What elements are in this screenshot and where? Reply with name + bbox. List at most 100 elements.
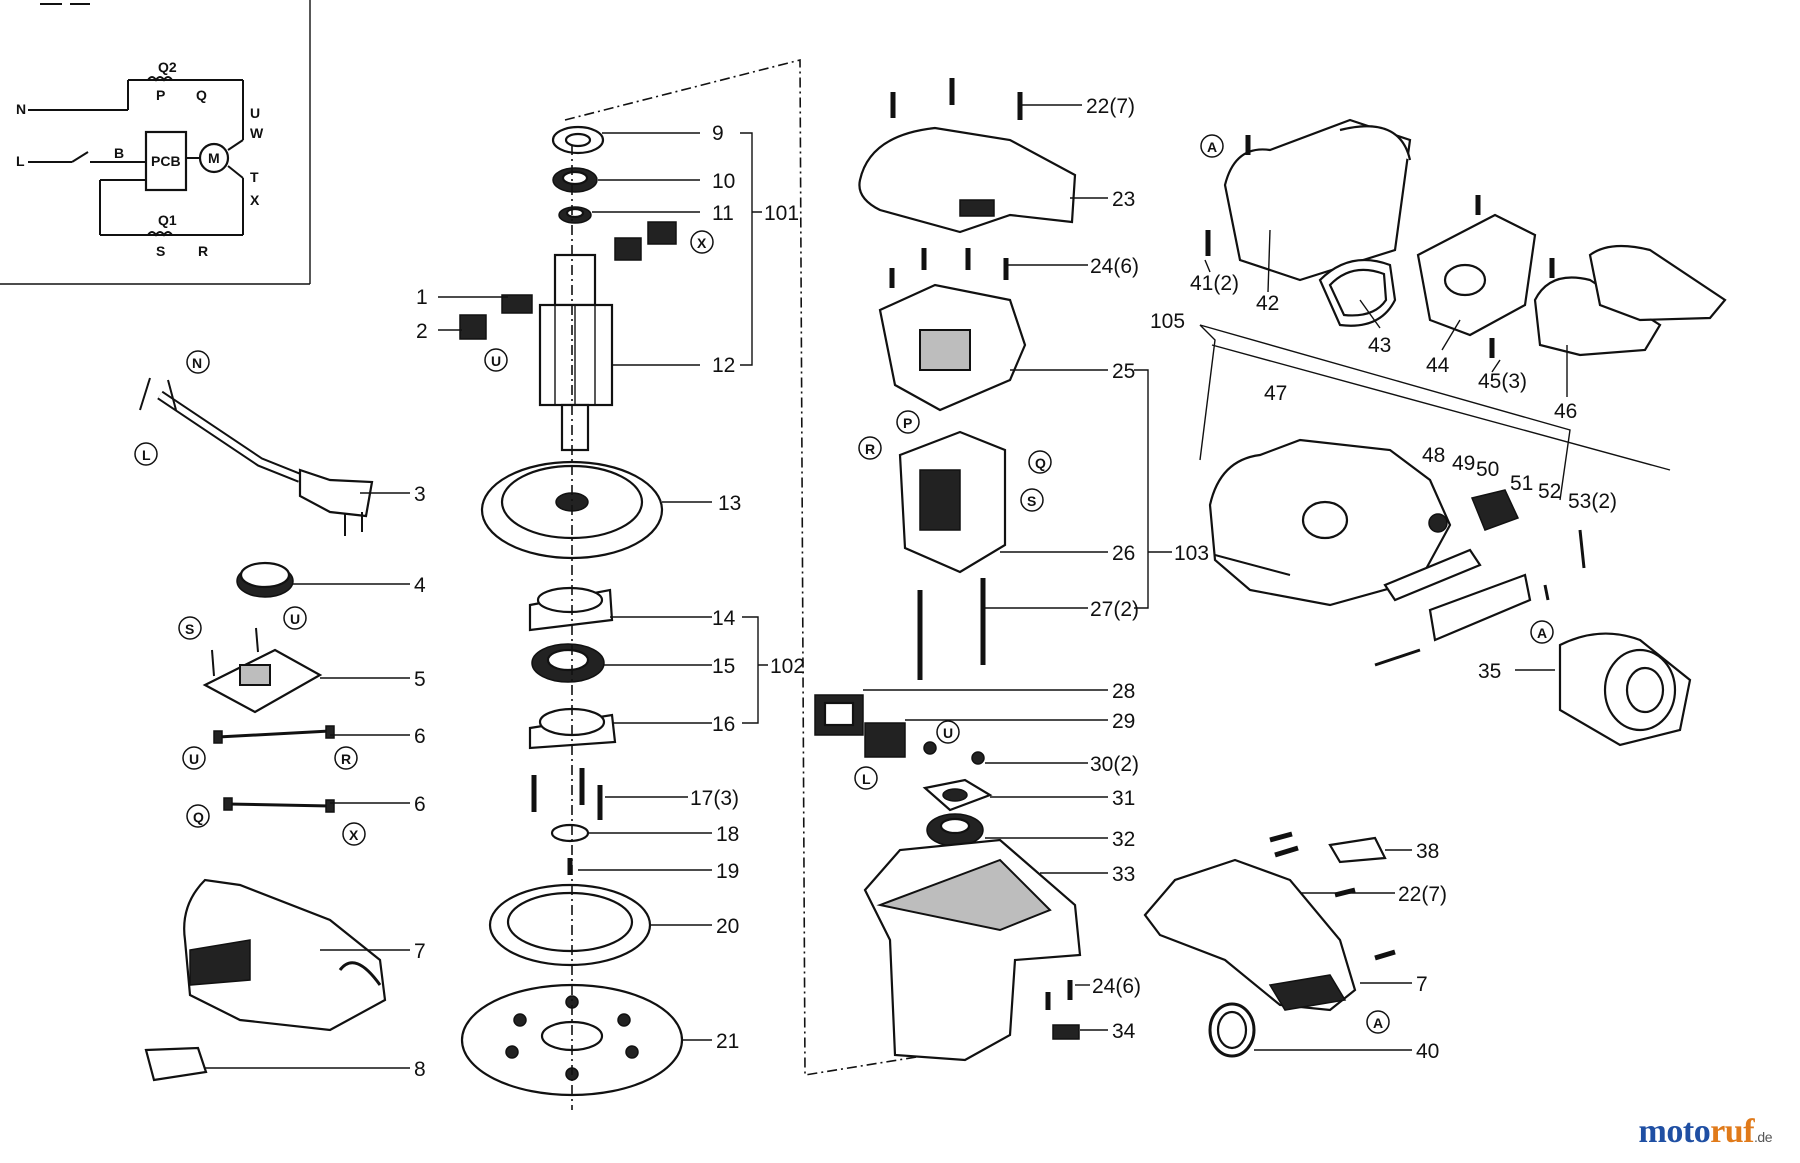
bearing-15-part <box>531 643 605 683</box>
callout-35: 35 <box>1478 660 1501 683</box>
pcb-box <box>144 130 188 192</box>
assembly-guide-a <box>564 58 961 1076</box>
callout-5: 5 <box>414 668 426 691</box>
mark-p: P <box>896 410 920 434</box>
callout-14: 14 <box>712 607 736 630</box>
mark-x2: X <box>690 230 714 254</box>
callout-8: 8 <box>414 1058 426 1081</box>
clip-34-part <box>1052 1024 1080 1040</box>
wiring-schematic: N L B Q2 P Q PCB M Q1 S R U T W X <box>0 0 311 285</box>
callout-17: 17(3) <box>690 787 739 810</box>
svg-text:S: S <box>1027 493 1036 509</box>
callout-2: 2 <box>416 320 428 343</box>
svg-text:X: X <box>349 827 359 843</box>
mark-a1: A <box>1200 134 1224 158</box>
svg-text:A: A <box>1207 139 1217 155</box>
mark-u4: U <box>936 720 960 744</box>
callout-44: 44 <box>1426 354 1450 377</box>
schematic-pcb-label: PCB <box>151 153 181 169</box>
schematic-q2: Q2 <box>158 59 177 75</box>
screws-24b-part <box>1045 980 1073 1010</box>
spring-52-part <box>1543 584 1550 601</box>
armature-part <box>538 253 614 452</box>
screws-30-part <box>923 741 985 765</box>
callout-29: 29 <box>1112 710 1135 733</box>
schematic-terminal-t: T <box>250 169 259 185</box>
schematic-terminal-x: X <box>250 192 260 208</box>
callout-labels: 1 2 3 4 5 6 6 7 8 9 10 11 12 13 14 15 16… <box>414 95 1617 1081</box>
svg-text:L: L <box>862 771 871 787</box>
callout-20: 20 <box>716 915 739 938</box>
switch-frame-28-part <box>814 694 864 736</box>
brush-1-part <box>501 294 533 314</box>
svg-text:R: R <box>865 441 875 457</box>
bearing-32-part <box>926 813 984 847</box>
callout-51: 51 <box>1510 472 1533 495</box>
schematic-q1: Q1 <box>158 212 177 228</box>
callout-4: 4 <box>414 574 426 597</box>
callout-103: 103 <box>1174 542 1209 565</box>
svg-text:A: A <box>1373 1015 1383 1031</box>
screws-41-part <box>1205 135 1251 256</box>
callout-46: 46 <box>1554 400 1577 423</box>
callout-6a: 6 <box>414 725 426 748</box>
pad-ring-20-part <box>488 883 652 967</box>
svg-text:P: P <box>903 415 912 431</box>
callout-18: 18 <box>716 823 739 846</box>
seal-43-part <box>1318 258 1397 327</box>
leader-lines <box>204 104 1568 1069</box>
schematic-terminal-l: L <box>16 153 25 169</box>
schematic-terminal-w: W <box>250 125 264 141</box>
mark-x1: X <box>342 822 366 846</box>
callout-50: 50 <box>1476 458 1499 481</box>
callout-28: 28 <box>1112 680 1135 703</box>
svg-text:X: X <box>697 235 707 251</box>
schematic-terminal-b: B <box>114 145 124 161</box>
callout-49: 49 <box>1452 452 1475 475</box>
callout-6b: 6 <box>414 793 426 816</box>
callout-48: 48 <box>1422 444 1445 467</box>
motor-housing-25-part <box>878 283 1027 412</box>
screws-45-part <box>1475 195 1555 358</box>
schematic-terminal-p: P <box>156 87 165 103</box>
callout-13: 13 <box>718 492 741 515</box>
mark-a3: A <box>1366 1010 1390 1034</box>
pins-53-part <box>1374 529 1586 667</box>
callout-105: 105 <box>1150 310 1185 333</box>
gasket-31-part <box>922 778 993 812</box>
power-cord-part <box>139 377 374 536</box>
callout-102: 102 <box>770 655 805 678</box>
bearing-housing-14-part <box>528 586 614 632</box>
schematic-terminal-n: N <box>16 101 26 117</box>
pcb-module-part <box>202 627 323 714</box>
filter-50-part <box>1470 489 1520 531</box>
brand-part-3: .de <box>1754 1129 1772 1145</box>
schematic-terminal-r: R <box>198 243 208 259</box>
brand-part-1: moto <box>1638 1113 1711 1150</box>
dust-port-42-part <box>1223 118 1412 282</box>
svg-text:S: S <box>185 621 194 637</box>
field-coil-26-part <box>898 430 1007 574</box>
callout-31: 31 <box>1112 787 1135 810</box>
callout-22a: 22(7) <box>1086 95 1135 118</box>
screws-24a-part <box>889 248 1009 288</box>
callout-10: 10 <box>712 170 735 193</box>
callout-15: 15 <box>712 655 735 678</box>
schematic-motor-label: M <box>208 150 220 166</box>
adapter-35-part <box>1558 632 1692 747</box>
svg-text:N: N <box>192 355 202 371</box>
filter-49-part <box>1383 548 1482 602</box>
svg-text:R: R <box>341 751 351 767</box>
callout-32: 32 <box>1112 828 1135 851</box>
callout-42: 42 <box>1256 292 1279 315</box>
mark-a2: A <box>1530 620 1554 644</box>
schematic-terminal-u: U <box>250 105 260 121</box>
callout-45: 45(3) <box>1478 370 1527 393</box>
brush-2-part <box>459 314 487 340</box>
o-ring-40-part <box>1208 1002 1256 1058</box>
svg-text:Q: Q <box>193 809 204 825</box>
dust-box-47-part <box>1208 438 1452 607</box>
wire-6a-part <box>213 725 335 744</box>
svg-text:Q: Q <box>1035 455 1046 471</box>
